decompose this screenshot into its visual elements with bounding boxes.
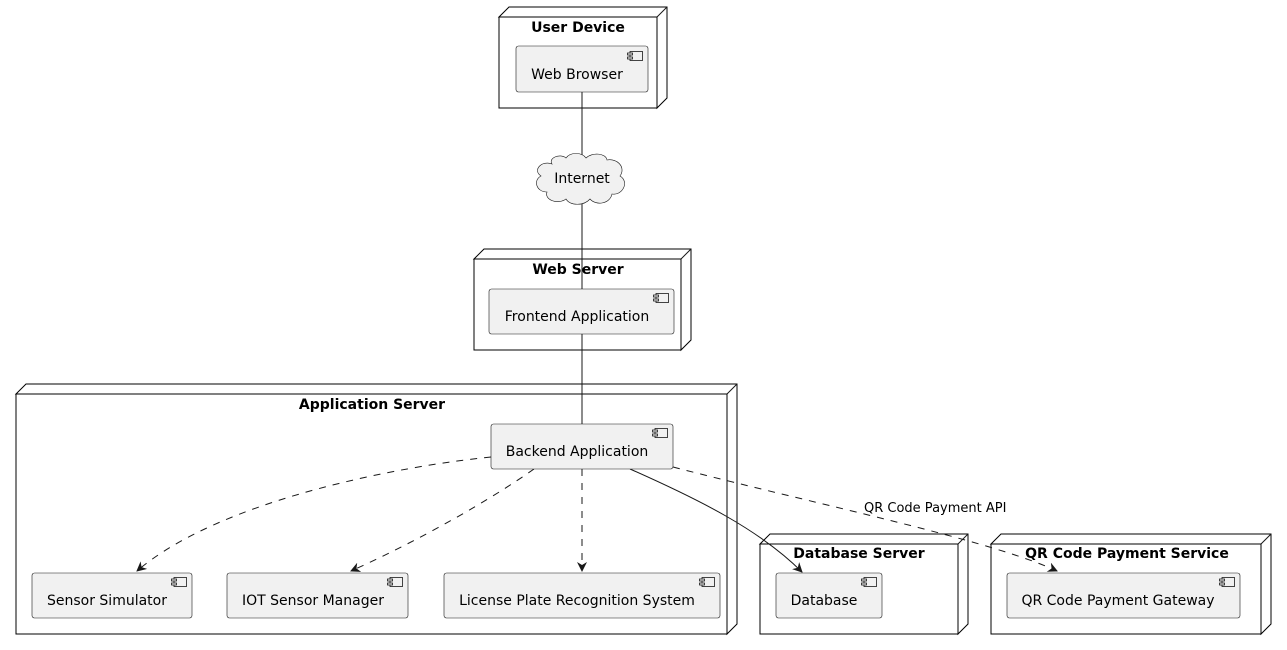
component-icon [861,577,877,587]
component-icon [387,577,403,587]
component-label-frontend-application: Frontend Application [505,309,649,325]
component-sensor-simulator[interactable]: Sensor Simulator [31,572,193,619]
component-icon [653,293,669,303]
component-label-sensor-simulator: Sensor Simulator [47,593,167,609]
edge-label-qr-api: QR Code Payment API [864,501,1006,516]
component-label-backend-application: Backend Application [506,444,649,460]
node-title-application-server: Application Server [299,397,445,413]
component-icon [1219,577,1235,587]
edge-backend-qr-gateway [672,466,1058,572]
component-label-web-browser: Web Browser [531,67,623,83]
component-label-database: Database [791,593,858,609]
edge-backend-iot-manager [350,468,535,572]
node-title-qr-payment-service: QR Code Payment Service [1025,546,1229,562]
component-web-browser[interactable]: Web Browser [515,45,649,93]
node-title-database-server: Database Server [793,546,924,562]
edge-backend-database [629,468,803,573]
component-backend-application[interactable]: Backend Application [490,423,674,470]
component-frontend-application[interactable]: Frontend Application [488,288,675,335]
component-label-iot-sensor-manager: IOT Sensor Manager [242,593,384,609]
node-title-user-device: User Device [531,20,625,36]
edge-backend-sensor-simulator [136,456,492,572]
cloud-internet: Internet [536,153,625,205]
connections: QR Code Payment API [136,92,1058,573]
component-label-qr-code-payment-gateway: QR Code Payment Gateway [1021,593,1214,609]
cloud-label-internet: Internet [554,171,610,187]
component-label-license-plate-recognition: License Plate Recognition System [459,593,695,609]
component-icon [699,577,715,587]
component-qr-code-payment-gateway[interactable]: QR Code Payment Gateway [1006,572,1241,619]
component-license-plate-recognition[interactable]: License Plate Recognition System [443,572,721,619]
component-icon [652,428,668,438]
component-icon [171,577,187,587]
component-icon [627,51,643,61]
component-iot-sensor-manager[interactable]: IOT Sensor Manager [226,572,409,619]
node-title-web-server: Web Server [532,262,623,278]
component-database[interactable]: Database [775,572,883,619]
